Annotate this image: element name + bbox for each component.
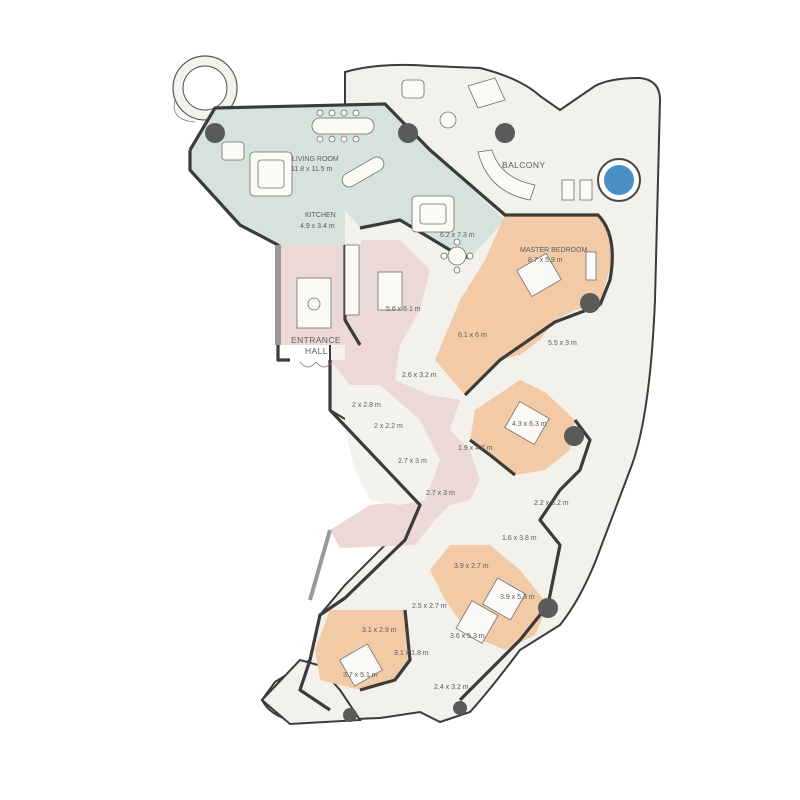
inner-wall-5 <box>359 609 412 692</box>
column <box>538 598 558 618</box>
bed-3 <box>482 577 526 621</box>
corridor-dim: 2.6 x 3.2 m <box>402 372 437 379</box>
bed-5 <box>339 643 383 687</box>
window-ledge <box>308 529 332 601</box>
west-wall <box>188 150 290 362</box>
bed-4 <box>455 600 499 644</box>
bath4-dim: 2.4 x 3.2 m <box>434 684 469 691</box>
bedroom5-dim: 3.7 x 5.1 m <box>343 672 378 679</box>
family-room-dim: 6.2 x 7.3 m <box>440 232 475 239</box>
pergola <box>172 55 238 123</box>
bath3-dim: 3.1 x 1.8 m <box>394 650 429 657</box>
column <box>495 123 515 143</box>
dining-dim: 5.6 x 6.1 m <box>386 306 421 313</box>
service-zone <box>345 385 440 505</box>
dressing-dim: 6.1 x 6 m <box>458 332 487 339</box>
living-room-dim: 11.8 x 11.5 m <box>291 166 333 173</box>
family-sofa <box>411 195 455 233</box>
entrance-label-1: ENTRANCE <box>291 335 341 345</box>
wc-dim: 1.6 x 3.8 m <box>502 535 537 542</box>
master-bedroom-dim: 8.7 x 5.9 m <box>528 257 563 264</box>
kitchen-label: KITCHEN <box>305 212 336 219</box>
living-room-label: LIVING ROOM <box>292 156 339 163</box>
study-dim: 3.1 x 2.9 m <box>362 627 397 634</box>
column <box>580 293 600 313</box>
master-bath-dim: 5.5 x 3 m <box>548 340 577 347</box>
east-wall-lower <box>458 419 592 702</box>
bedroom2-dim: 4.3 x 6.3 m <box>512 421 547 428</box>
south-wall <box>298 360 422 712</box>
kitchen-dim: 4.9 x 3.4 m <box>300 223 335 230</box>
bed-2 <box>504 400 550 446</box>
column <box>453 701 467 715</box>
master-bedroom-label: MASTER BEDROOM <box>520 247 587 254</box>
master-bed <box>516 251 597 298</box>
hall-table <box>307 297 321 311</box>
round-table <box>440 238 474 274</box>
lower-terrace <box>260 658 362 726</box>
column <box>564 426 584 446</box>
store1-dim: 2 x 2.8 m <box>352 402 381 409</box>
kitchen-island-2 <box>377 271 403 311</box>
utility1-dim: 2.7 x 3 m <box>398 458 427 465</box>
column <box>398 123 418 143</box>
entrance-door[interactable] <box>299 361 333 368</box>
bath2-dim: 2.2 x 5.2 m <box>534 500 569 507</box>
pool <box>597 158 641 202</box>
store2-dim: 2 x 2.2 m <box>374 423 403 430</box>
bedroom-zone <box>435 215 613 395</box>
column <box>205 123 225 143</box>
inner-wall-4 <box>469 438 516 477</box>
dining-table <box>311 109 375 143</box>
outer-wall <box>188 102 614 306</box>
column <box>343 708 357 722</box>
hall2-dim: 3.9 x 2.7 m <box>454 563 489 570</box>
balcony-furniture <box>401 77 593 201</box>
closet3-dim: 2.5 x 2.7 m <box>412 603 447 610</box>
entrance-label-2: HALL <box>305 346 328 356</box>
inner-wall-3 <box>463 303 601 397</box>
utility2-dim: 2.7 x 3 m <box>426 490 455 497</box>
kitchen-counter <box>344 244 360 316</box>
closet2-dim: 1.9 x 4.7 m <box>458 445 493 452</box>
bedroom3-dim: 3.9 x 5.3 m <box>500 594 535 601</box>
sofa-group <box>221 141 293 197</box>
bedroom4-dim: 3.6 x 5.3 m <box>450 633 485 640</box>
balcony-label: BALCONY <box>502 160 545 170</box>
kitchen-island <box>341 156 385 188</box>
